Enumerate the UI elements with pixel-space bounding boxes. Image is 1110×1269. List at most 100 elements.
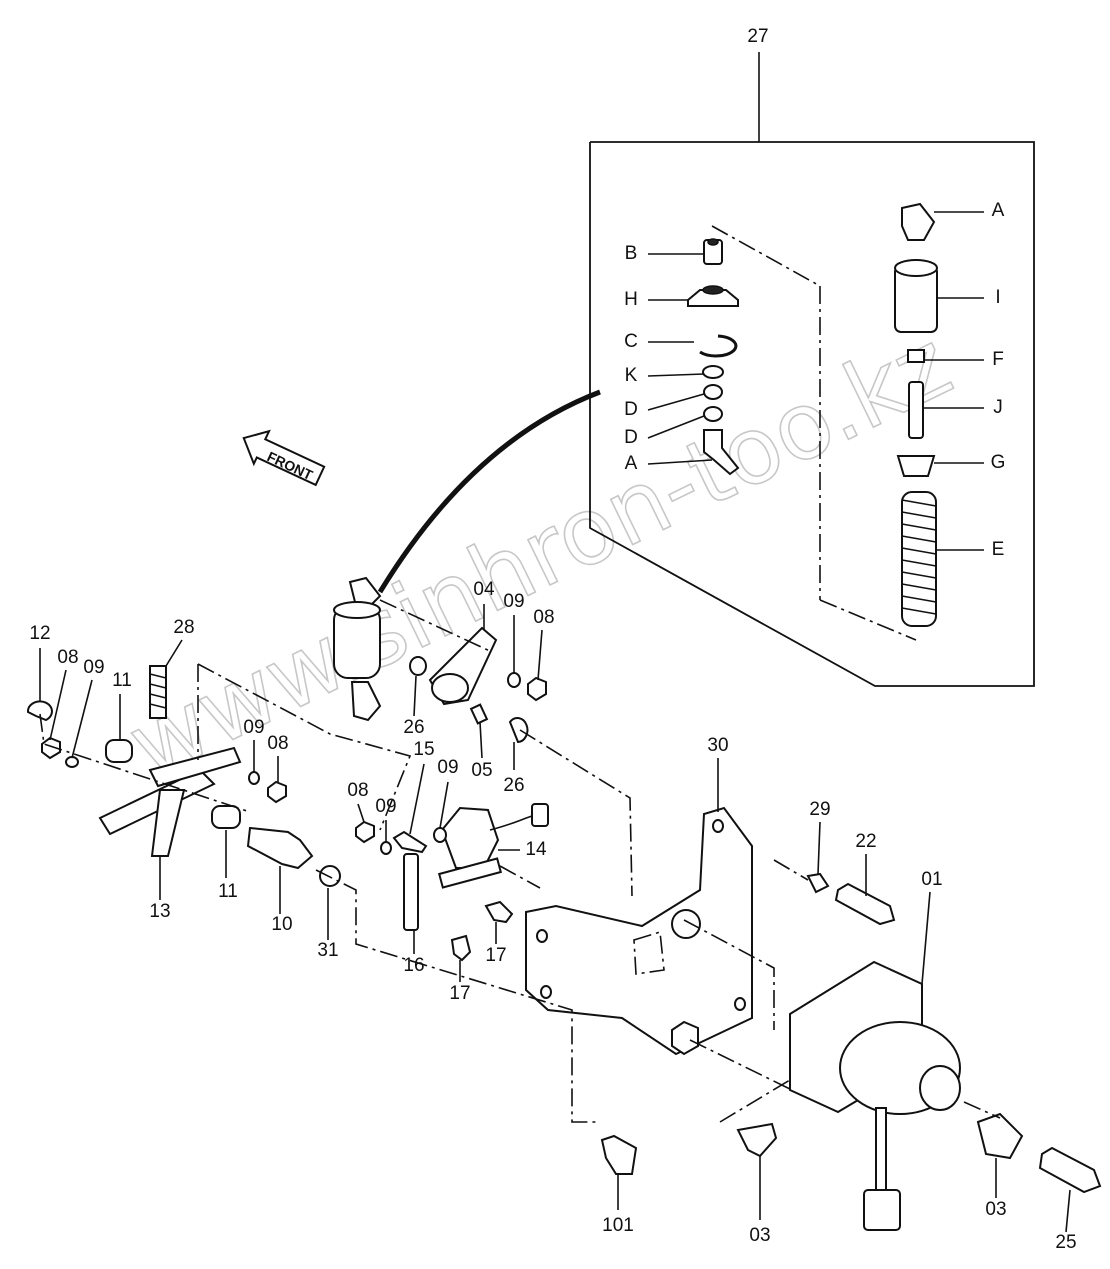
part-b-bore-icon	[707, 238, 719, 246]
centerline-detail	[711, 225, 821, 287]
leader-09b	[71, 679, 93, 759]
part-09-washer-a	[507, 672, 521, 688]
callout-04: 04	[473, 579, 495, 600]
centerline-d	[519, 729, 633, 897]
part-16-plate	[403, 853, 419, 931]
part-08-nut-a	[527, 676, 547, 702]
part-30-hole-b	[536, 929, 548, 943]
part-101-bolt	[600, 1134, 638, 1175]
centerline-i	[689, 1039, 793, 1091]
part-c-snap-ring	[699, 334, 738, 358]
callout-c: C	[624, 331, 638, 352]
part-17-bolt-a	[484, 900, 514, 924]
part-05-key	[469, 703, 489, 725]
part-03-clip-a	[736, 1122, 778, 1158]
callout-17-a: 17	[485, 945, 506, 966]
callout-17-b: 17	[449, 983, 470, 1004]
leader-01	[921, 891, 931, 985]
centerline-f	[315, 869, 600, 1123]
part-01-connector	[863, 1189, 901, 1231]
part-actuator-bottom-joint	[350, 681, 382, 722]
part-30-hole-a	[671, 909, 701, 939]
part-30-nut	[671, 1020, 699, 1056]
part-10-shaft	[246, 826, 314, 870]
leader-k	[647, 373, 705, 377]
part-01-motor-shaft-end	[919, 1065, 961, 1111]
callout-14: 14	[525, 839, 547, 860]
part-12-clip	[26, 700, 53, 722]
part-28-spring-coils	[149, 673, 167, 709]
part-03-clip-b	[976, 1112, 1024, 1160]
watermark-text: www.sinhron-too.kz	[113, 310, 967, 800]
centerline-detail-3	[819, 599, 917, 641]
callout-10: 10	[271, 914, 292, 935]
part-08-nut-c	[267, 780, 287, 804]
leader-d1	[647, 393, 705, 411]
part-a-ball-joint-lower	[703, 429, 740, 476]
callout-26-a: 26	[403, 717, 424, 738]
part-d-nut-1	[703, 384, 723, 400]
callout-j: J	[993, 397, 1003, 418]
part-a-ball-joint-upper	[901, 202, 936, 241]
callout-22: 22	[855, 831, 876, 852]
callout-08-a: 08	[533, 607, 554, 628]
part-h-seat	[687, 289, 739, 307]
part-11-bushing-b	[211, 805, 241, 829]
centerline-b	[197, 663, 412, 831]
centerline-j	[719, 1079, 791, 1123]
callout-09-e: 09	[375, 796, 396, 817]
callout-25: 25	[1055, 1232, 1076, 1253]
callout-03-a: 03	[749, 1225, 770, 1246]
leader-d2	[647, 415, 705, 439]
leader-08a	[537, 629, 543, 681]
control-cable	[377, 389, 601, 594]
callout-09-c: 09	[243, 717, 264, 738]
part-13-arm-vertical	[150, 789, 186, 857]
part-26-clip-b	[508, 717, 529, 744]
leader-15	[409, 763, 425, 835]
callout-28: 28	[173, 617, 194, 638]
part-11-bushing-a	[105, 739, 133, 763]
leader-a2	[647, 459, 713, 465]
part-01-cable	[875, 1107, 887, 1191]
part-30-hole-e	[734, 997, 746, 1011]
part-09-washer-d	[433, 827, 447, 843]
callout-h: H	[624, 289, 638, 310]
part-actuator-body-top	[333, 601, 381, 619]
part-09-washer-c	[248, 771, 260, 785]
part-i-cap-top	[894, 259, 938, 277]
part-j-pin	[908, 381, 924, 439]
part-14-connector	[531, 803, 549, 827]
part-04-boss	[431, 673, 469, 703]
callout-101: 101	[602, 1215, 634, 1236]
leader-09d	[439, 781, 449, 829]
part-14-sensor	[440, 806, 500, 869]
callout-15: 15	[413, 739, 434, 760]
centerline-c	[379, 599, 493, 653]
part-13-arm	[98, 768, 216, 836]
callout-09-a: 09	[503, 591, 524, 612]
part-d-nut-2	[703, 406, 723, 422]
part-17-bolt-b	[450, 934, 472, 962]
callout-16: 16	[403, 955, 424, 976]
leader-08b	[49, 669, 67, 741]
part-14-bracket	[437, 857, 503, 889]
callout-08-b: 08	[57, 647, 78, 668]
callout-01: 01	[921, 869, 942, 890]
leader-05	[479, 721, 483, 759]
part-e-spring	[901, 491, 937, 627]
part-30-bracket	[525, 806, 753, 1056]
centerline-g	[683, 919, 775, 1030]
callout-b: B	[625, 243, 638, 264]
part-22-bolt	[834, 882, 896, 926]
callout-a-upper: A	[992, 200, 1005, 221]
detail-box-27	[589, 141, 1035, 687]
part-29-washer	[806, 872, 830, 894]
callout-f: F	[992, 349, 1004, 370]
leader-08d	[357, 803, 365, 823]
part-31-ring	[319, 865, 341, 887]
leader-28	[165, 639, 183, 667]
callout-05: 05	[471, 760, 492, 781]
